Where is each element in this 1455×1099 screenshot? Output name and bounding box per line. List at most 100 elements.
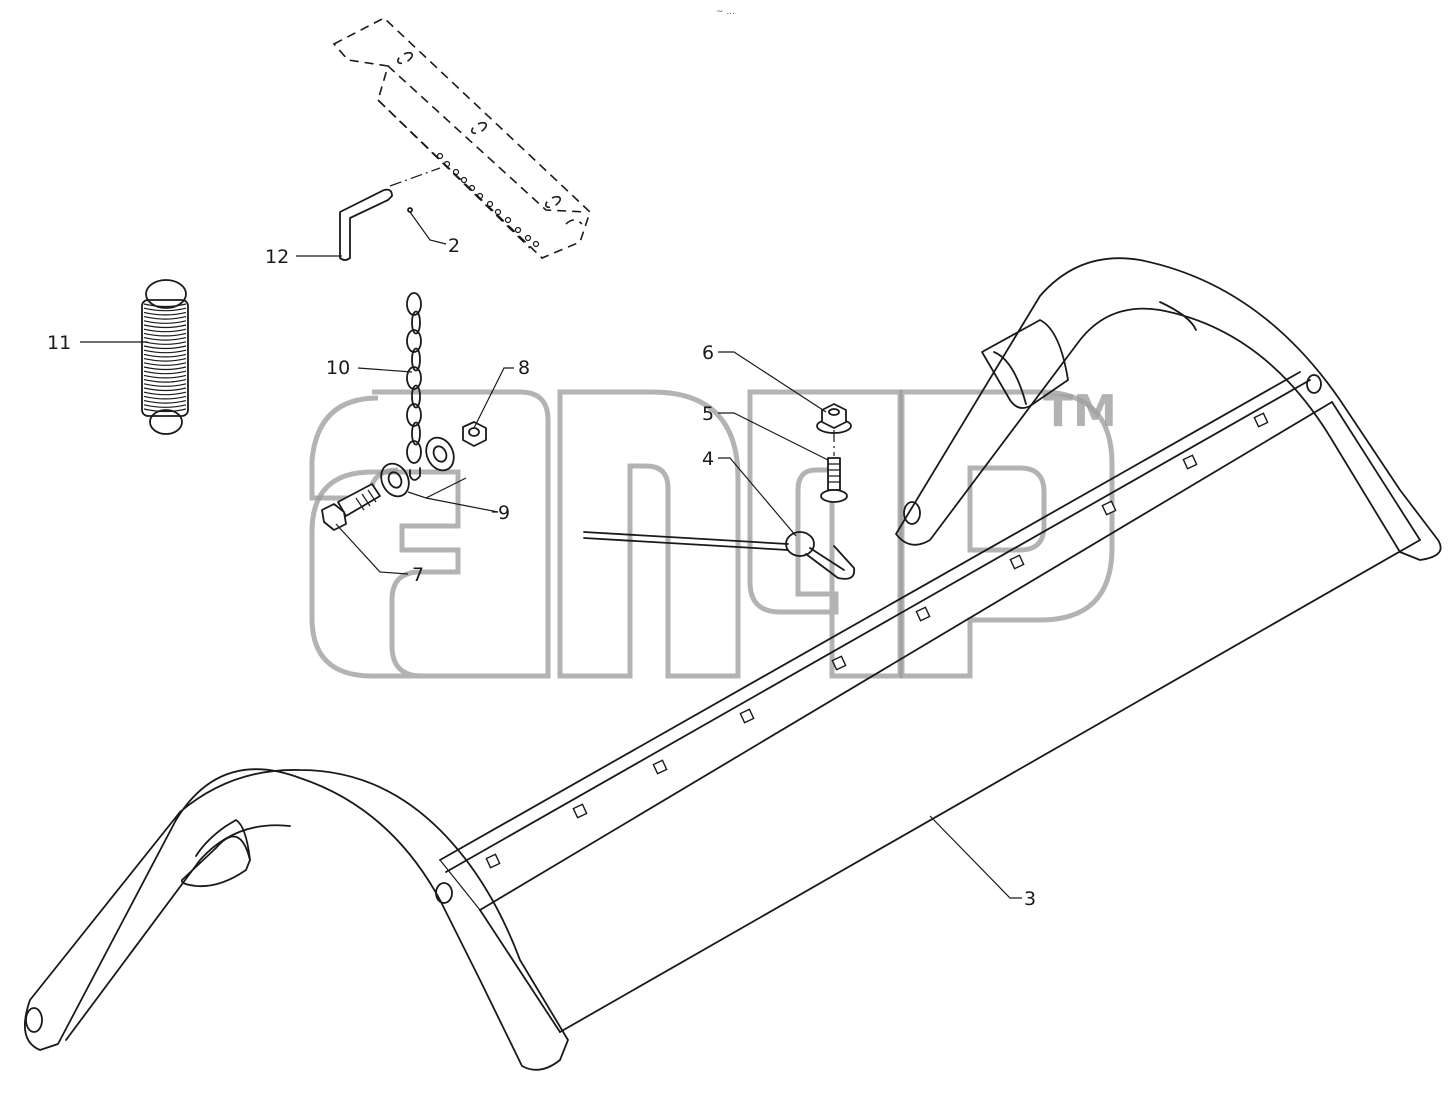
spring-coil (143, 383, 187, 387)
callout-4: 4 (702, 448, 714, 470)
right-arch-hole (1306, 374, 1322, 394)
top-mark-text: ~ ... (716, 7, 735, 17)
callout-5: 5 (702, 403, 714, 425)
callout-labels: 2 3 4 5 6 7 8 9 10 11 12 (47, 235, 1036, 910)
part-9-washer-a (425, 436, 455, 472)
leader-4 (718, 457, 797, 537)
bolt-head (321, 503, 347, 531)
watermark-letter-p (899, 389, 1115, 679)
left-arch-inner-line (65, 824, 291, 1041)
bracket-slot (396, 51, 414, 65)
bar-hole (1009, 554, 1025, 570)
bracket-outline (332, 17, 591, 259)
callout-2: 2 (448, 235, 460, 257)
right-sleeve (981, 319, 1069, 409)
part-5-carriage-bolt (820, 430, 848, 503)
spring-coil (143, 353, 187, 358)
bar-hole (739, 708, 755, 724)
callout-12: 12 (265, 246, 289, 268)
chain-link (406, 440, 422, 464)
spring-coil (143, 332, 187, 337)
spring-coil (143, 337, 187, 341)
carriage-bolt-head (820, 489, 848, 503)
spring-coil (143, 316, 187, 320)
spring-coil (143, 358, 187, 362)
spring-bottom-hook (149, 409, 183, 435)
spring-coil (143, 307, 187, 312)
hitch-pin-rod (583, 531, 789, 551)
watermark-logo: TM (309, 386, 1117, 679)
spring-coil (143, 374, 187, 379)
leader-5 (718, 412, 829, 461)
spring-coil (143, 341, 187, 345)
bar-holes (485, 412, 1269, 869)
spring-coil (143, 370, 187, 375)
spring-coil (143, 404, 187, 408)
chain-link (411, 347, 421, 372)
hitch-pin-loop (785, 531, 815, 557)
callout-11: 11 (47, 332, 71, 354)
bar-hole (572, 803, 588, 819)
part-3-frame (23, 257, 1442, 1071)
bracket-holes (436, 152, 540, 248)
main-bar-strip-edge (445, 379, 1311, 873)
part-3-fold-line (439, 859, 481, 911)
chain-link (411, 310, 421, 335)
leader-9 (407, 477, 499, 513)
bar-hole (652, 759, 668, 775)
part-10-chain (406, 292, 422, 481)
part-9-washer-b (380, 462, 410, 498)
part-2-pin (407, 207, 413, 213)
chain-link (411, 384, 421, 409)
left-arch-leg (23, 768, 569, 1071)
spring-coil (143, 320, 187, 324)
part-4-hitch-pin (583, 531, 856, 580)
spring-coil (143, 379, 187, 383)
left-arch-hole (435, 882, 453, 904)
bracket-slot (544, 195, 562, 209)
spring-coil (143, 391, 187, 396)
bar-hole (831, 655, 847, 671)
callout-3: 3 (1024, 888, 1036, 910)
watermark-letter-g (747, 389, 903, 679)
spring-coil (143, 328, 187, 333)
leader-8 (473, 367, 514, 429)
spring-coil (143, 349, 187, 354)
bar-hole (1101, 500, 1117, 516)
spring-coil (143, 324, 187, 329)
main-bar-face-upper (479, 401, 1333, 911)
spring-coil (143, 366, 187, 371)
bar-hole (1182, 454, 1198, 470)
callout-7: 7 (412, 564, 424, 586)
leader-7 (335, 523, 409, 575)
callout-9: 9 (498, 502, 510, 524)
chain-end-link (409, 467, 421, 481)
spring-coil (143, 408, 187, 413)
part-11-spring (141, 279, 189, 435)
chain-link (411, 421, 421, 446)
spring-coil (143, 345, 187, 350)
bar-hole (485, 853, 501, 869)
watermark-trademark: TM (1043, 386, 1117, 437)
watermark-letter-n (557, 389, 741, 679)
main-bar-face-lower (559, 539, 1421, 1033)
part-8-hex-nut (462, 421, 487, 447)
spring-coil (143, 387, 187, 392)
leader-10 (357, 367, 413, 373)
part-12-l-pin (339, 188, 393, 261)
part-2-bracket (332, 17, 591, 259)
right-arch-leg (895, 257, 1442, 561)
callout-8: 8 (518, 357, 530, 379)
left-leg-hole (25, 1007, 43, 1033)
leader-3 (929, 815, 1022, 899)
bar-hole (915, 606, 931, 622)
part-6-flange-nut (816, 403, 852, 434)
leader-6 (718, 351, 827, 413)
leader-lines (80, 211, 1022, 899)
leader-2 (409, 211, 447, 245)
part-7-hex-bolt (321, 483, 381, 531)
spring-coil (143, 311, 187, 316)
bar-hole (1253, 412, 1269, 428)
spring-coil (143, 303, 187, 308)
